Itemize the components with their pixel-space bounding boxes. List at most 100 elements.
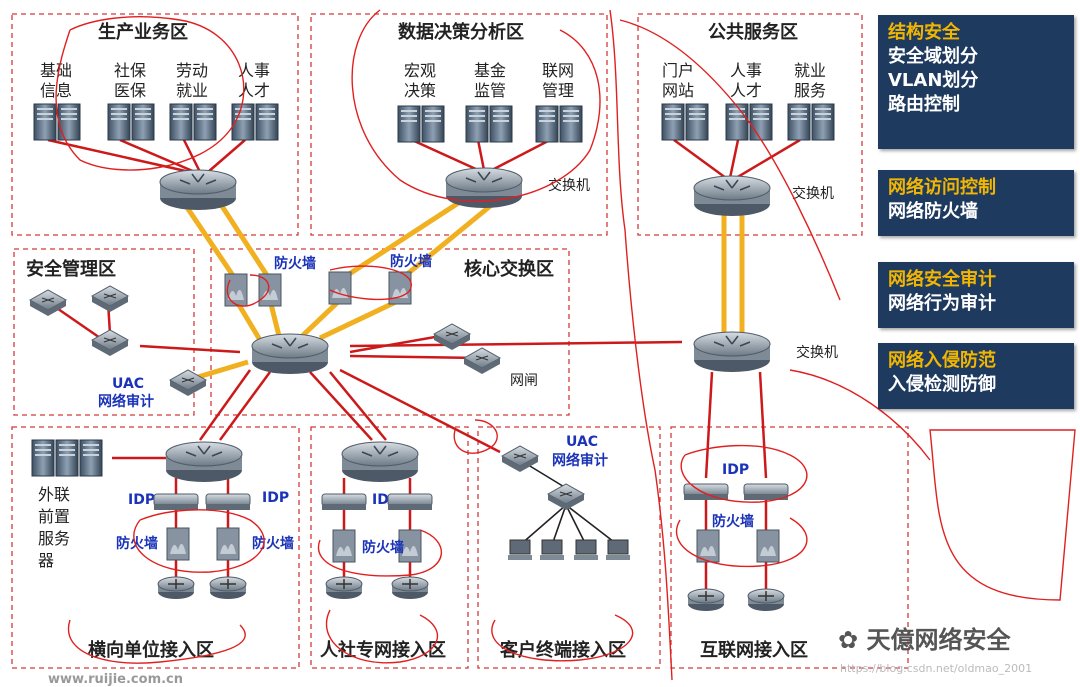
server-icon [725,103,749,141]
server-label-line1: 联网 [542,61,574,80]
server-label-line1: 人事 [238,61,270,80]
zone-lateral: 外联 前置 服务 器 IDP IDP 防火墙 防火墙 横向单位接入区 [31,439,294,661]
server-label-line2: 医保 [114,81,146,100]
server-icon [33,103,57,141]
server-icon [489,105,513,143]
zone-internet-title: 互联网接入区 [700,639,808,661]
zone-core-title: 核心交换区 [464,258,554,280]
zone-public-box [637,13,863,236]
zone-hrss-box [310,426,469,669]
server-label-line1: 人事 [730,61,762,80]
side-panel-structure-security: 结构安全 安全域划分 VLAN划分 路由控制 [878,15,1074,149]
server-label-line2: 就业 [176,81,208,100]
router-icon [687,588,725,612]
zone-client-box [477,426,661,669]
server-label-line1: 门户 [662,61,694,80]
watermark-url: https://blog.csdn.net/oldmao_2001 [840,662,1033,675]
zone-lateral-title: 横向单位接入区 [88,639,214,661]
zone-client-title: 客户终端接入区 [500,639,626,661]
zone-production-title: 生产业务区 [98,21,188,43]
side-panel-title: 网络访问控制 [888,177,996,198]
firewall-icon [224,273,248,307]
core-firewall-left-label: 防火墙 [274,255,316,272]
server-icon [535,105,559,143]
server-label-line1: 劳动 [176,61,208,80]
zone-core-box [210,248,570,416]
side-panel-line: 网络行为审计 [888,293,996,314]
zone-internet-box [670,426,909,669]
zone-security-title: 安全管理区 [26,258,116,280]
ext-server-label-4: 器 [38,551,54,570]
side-panel-line: 安全域划分 [888,46,978,67]
lateral-switch-icon [165,441,243,483]
router-icon [391,576,429,600]
server-icon [169,103,193,141]
server-label-line2: 决策 [404,81,436,100]
server-group-social-medical: 社保 医保 [107,61,155,141]
zone-decision-box [310,13,608,236]
server-icon [811,103,835,141]
server-group-hr-talent: 人事 人才 [231,61,279,141]
server-label-line2: 监管 [474,81,506,100]
firewall-icon [328,271,352,305]
server-label-line2: 网站 [662,81,694,100]
client-switch-icon [547,483,585,511]
side-panel-line: 路由控制 [888,94,960,115]
core-switch-icon [251,333,329,375]
firewall-icon [756,529,780,563]
side-panel-title: 网络安全审计 [888,269,996,290]
client-tree-links [519,459,619,546]
idp-icon [683,483,729,501]
firewall-label: 防火墙 [116,535,158,552]
server-label-line2: 服务 [794,81,826,100]
server-label-line1: 基础 [40,61,72,80]
zone-public-title: 公共服务区 [708,21,798,43]
uac-label: UAC [112,376,144,392]
side-panel-access-control: 网络访问控制 网络防火墙 [878,170,1074,236]
server-icon [397,105,421,143]
ext-server-label-3: 服务 [38,529,70,548]
server-icon [749,103,773,141]
ext-server-label-2: 前置 [38,507,70,526]
firewall-label: 防火墙 [362,539,404,556]
zone-decision: 数据决策分析区 宏观 决策 基金 监管 联网 管理 交换机 [397,21,590,209]
server-icon [193,103,217,141]
gate-label: 网闸 [510,373,538,389]
server-icon [57,103,81,141]
server-icon [55,439,79,477]
router-icon [747,588,785,612]
server-icon [107,103,131,141]
server-label-line1: 基金 [474,61,506,80]
idp-label: IDP [722,462,749,478]
zone-hrss: IDP 防火墙 人社专网接入区 [320,441,446,661]
uac-label: UAC [566,434,598,450]
decision-switch-icon [445,167,523,209]
server-icon [79,439,103,477]
server-icon [685,103,709,141]
idp-label: IDP [262,490,289,506]
side-panel-title: 网络入侵防范 [888,350,996,371]
firewall-icon [696,529,720,563]
watermark-text: 天億网络安全 [866,626,1011,654]
server-label-line1: 宏观 [404,61,436,80]
pc-icon [507,539,533,561]
firewall-icon [258,273,282,307]
firewall-icon [166,527,190,561]
router-icon [209,576,247,600]
mgmt-switch-icon [91,329,129,357]
watermark-logo-icon: ✿ [838,626,867,654]
server-icon [661,103,685,141]
server-label-line2: 人才 [730,81,762,100]
idp-icon [387,493,433,511]
zone-internet: IDP 防火墙 互联网接入区 [683,462,808,661]
zone-public: 公共服务区 门户 网站 人事 人才 就业 服务 交换机 [661,21,835,217]
watermark: ✿ 天億网络安全 [838,620,1010,655]
mgmt-device-icon [91,285,129,313]
zone-borders [11,13,909,669]
public-switch-icon [693,175,771,217]
server-icon [787,103,811,141]
router-icon [157,576,195,600]
zone-decision-title: 数据决策分析区 [398,21,524,43]
side-panel-line: VLAN划分 [888,70,979,91]
server-label-line1: 社保 [114,61,146,80]
